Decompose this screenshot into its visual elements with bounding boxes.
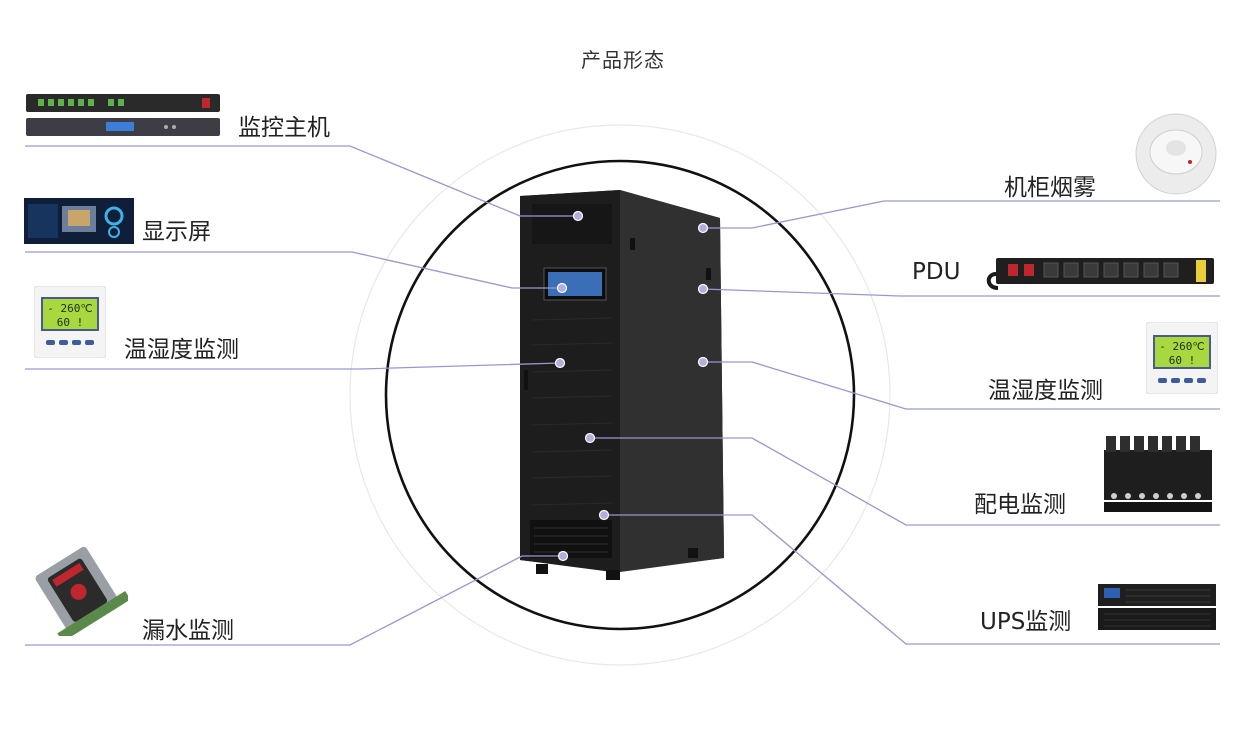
display-screen-icon	[24, 198, 134, 244]
connector-dots	[554, 210, 709, 562]
smoke-detector-icon	[1135, 113, 1217, 195]
water-leak-sensor-icon	[35, 546, 128, 636]
lcd-line-1: - 260℃	[47, 302, 92, 315]
connector-smoke	[703, 200, 1220, 229]
label-temp-humidity-left: 温湿度监测	[124, 337, 239, 363]
lcd-line-2: 60 !	[1169, 354, 1196, 367]
label-water-leak: 漏水监测	[142, 618, 234, 644]
server-cabinet-icon	[520, 190, 724, 580]
lcd-line-1: - 260℃	[1159, 340, 1204, 353]
lcd-line-2: 60 !	[57, 316, 84, 329]
connector-pdu	[702, 288, 1220, 297]
ups-unit-icon	[1098, 584, 1216, 630]
label-monitoring-host: 监控主机	[238, 115, 330, 141]
connector-display	[25, 251, 562, 289]
label-display-screen: 显示屏	[142, 219, 211, 245]
label-temp-humidity-right: 温湿度监测	[988, 378, 1103, 404]
label-smoke: 机柜烟雾	[1004, 175, 1096, 201]
connector-monitoring-host	[25, 145, 578, 217]
temp-humidity-sensor-icon: - 260℃ 60 !	[34, 286, 106, 358]
monitoring-host-icon	[26, 94, 220, 136]
connector-power-distribution	[590, 437, 1220, 526]
power-distribution-meter-icon	[1104, 436, 1212, 512]
connector-temp-right	[703, 361, 1220, 410]
label-ups: UPS监测	[980, 609, 1072, 635]
temp-humidity-sensor-right-icon: - 260℃ 60 !	[1146, 322, 1218, 394]
connector-temp-left	[25, 362, 561, 370]
pdu-strip-icon	[986, 258, 1214, 290]
connector-ups	[604, 514, 1220, 645]
connector-water-leak	[25, 555, 563, 646]
label-pdu: PDU	[912, 259, 961, 285]
page-title: 产品形态	[581, 48, 665, 72]
outer-ring	[349, 124, 891, 666]
connector-lines	[25, 145, 1220, 646]
main-circle	[384, 159, 856, 631]
label-power-distribution: 配电监测	[974, 492, 1066, 518]
